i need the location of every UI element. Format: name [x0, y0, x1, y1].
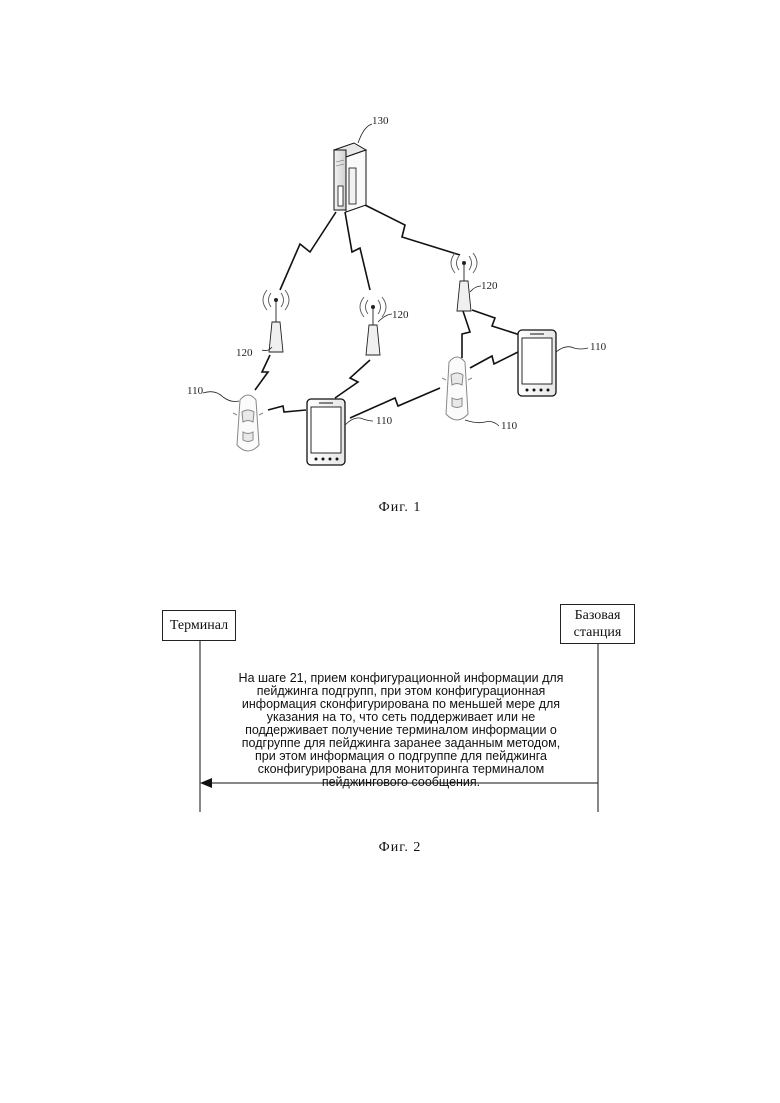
link-car-phone-mid [268, 406, 306, 412]
base-station-right-icon [451, 253, 477, 311]
phone-right-icon [518, 330, 556, 396]
car-left-icon [233, 395, 263, 451]
leader-car-left [203, 392, 239, 402]
message-text: На шаге 21, прием конфигурационной инфор… [201, 672, 601, 789]
phone-mid-icon [307, 399, 345, 465]
message-line: пейджингового сообщения. [201, 776, 601, 789]
terminal-label: Терминал [170, 618, 228, 633]
wireless-links [255, 205, 520, 418]
car-right-icon [442, 357, 472, 420]
label-bs-left: 120 [236, 347, 253, 359]
label-phone-right: 110 [590, 341, 607, 353]
server-icon [334, 143, 366, 212]
link-bs-left-car [255, 355, 270, 390]
link-bs-right-phone [472, 310, 520, 335]
label-phone-mid: 110 [376, 415, 393, 427]
label-bs-mid: 120 [392, 309, 409, 321]
link-server-bs-right [365, 205, 460, 255]
link-bs-right-car [462, 308, 470, 358]
label-car-right: 110 [501, 420, 518, 432]
figure-1-caption: Фиг. 1 [340, 500, 460, 516]
label-server: 130 [372, 115, 389, 127]
link-server-bs-left [280, 212, 336, 290]
leader-server [358, 124, 372, 143]
leader-car-right [465, 420, 499, 426]
base-station-label-line-1: Базовая [561, 607, 634, 624]
link-bs-mid-phone [335, 360, 370, 398]
base-station-box: Базовая станция [560, 604, 635, 644]
leader-bs-mid [378, 314, 392, 322]
link-car-phone-right [470, 352, 518, 368]
figure-2-caption: Фиг. 2 [340, 840, 460, 856]
leader-bs-right [470, 286, 481, 292]
leader-phone-right [556, 347, 588, 352]
terminal-box: Терминал [162, 610, 236, 641]
label-car-left: 110 [187, 385, 204, 397]
base-station-label-line-2: станция [561, 624, 634, 641]
base-station-left-icon [263, 290, 289, 352]
leader-phone-mid [345, 418, 373, 425]
label-bs-right: 120 [481, 280, 498, 292]
figure-1-diagram: 130 120 120 120 110 [0, 0, 780, 520]
link-phone-car-right [350, 388, 440, 418]
link-server-bs-mid [345, 212, 370, 290]
base-station-mid-icon [360, 297, 386, 355]
